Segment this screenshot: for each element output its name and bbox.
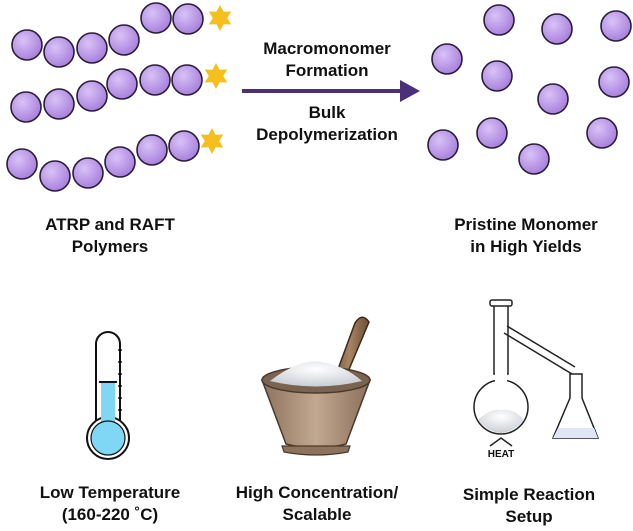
star-icon [208,5,232,31]
polymer-bead [139,64,171,96]
star-icon [204,63,228,89]
feature-low-temperature: Low Temperature (160-220 ˚C) [18,482,202,526]
feature-low-temperature-line2: (160-220 ˚C) [61,505,159,524]
polymer-bead [76,32,108,64]
right-caption-line2: in High Yields [470,237,582,256]
monomer-bead [518,143,550,175]
arrow-top-label: Macromonomer Formation [232,38,422,82]
thermometer-icon [86,331,130,460]
monomer-bead [537,83,569,115]
heat-label: HEAT [487,449,515,460]
star-icon [200,128,224,154]
left-caption-line2: Polymers [71,237,149,256]
monomer-bead [598,66,630,98]
polymer-bead [171,64,203,96]
polymer-bead [104,146,136,178]
polymer-bead [10,91,42,123]
monomer-bead [481,60,513,92]
polymer-bead [168,130,200,162]
polymer-bead [39,160,71,192]
polymer-bead [43,88,75,120]
flask-setup-icon [473,299,600,447]
monomer-bead [427,129,459,161]
polymer-bead [11,29,43,61]
polymer-bead [106,68,138,100]
left-caption: ATRP and RAFT Polymers [10,214,210,258]
mortar-pestle-icon [260,316,372,456]
monomer-bead [476,117,508,149]
feature-simple-setup-line2: Setup [505,507,553,526]
polymer-bead [6,148,38,180]
right-caption: Pristine Monomer in High Yields [431,214,621,258]
monomer-bead [541,13,573,45]
arrow-top-line2: Formation [285,61,369,80]
polymer-bead [136,134,168,166]
reaction-arrow [242,80,420,102]
feature-simple-setup-line1: Simple Reaction [462,485,596,504]
polymer-bead [172,3,204,35]
polymer-bead [43,36,75,68]
feature-low-temperature-line1: Low Temperature [39,483,181,502]
polymer-bead [72,157,104,189]
feature-high-concentration: High Concentration/ Scalable [214,482,420,526]
left-caption-line1: ATRP and RAFT [45,215,175,234]
monomer-beads [427,4,632,175]
arrow-bottom-label: Bulk Depolymerization [232,102,422,146]
monomer-bead [431,43,463,75]
arrow-bottom-line2: Depolymerization [256,125,398,144]
monomer-bead [600,10,632,42]
right-caption-line1: Pristine Monomer [454,215,598,234]
feature-high-concentration-line2: Scalable [282,505,352,524]
feature-simple-setup: Simple Reaction Setup [444,484,614,528]
monomer-bead [483,4,515,36]
polymer-bead [108,24,140,56]
arrow-top-line1: Macromonomer [263,39,391,58]
arrow-bottom-line1: Bulk [308,103,346,122]
monomer-bead [586,117,618,149]
polymer-bead [76,80,108,112]
feature-high-concentration-line1: High Concentration/ [235,483,399,502]
polymer-chains [6,2,232,192]
polymer-bead [140,2,172,34]
